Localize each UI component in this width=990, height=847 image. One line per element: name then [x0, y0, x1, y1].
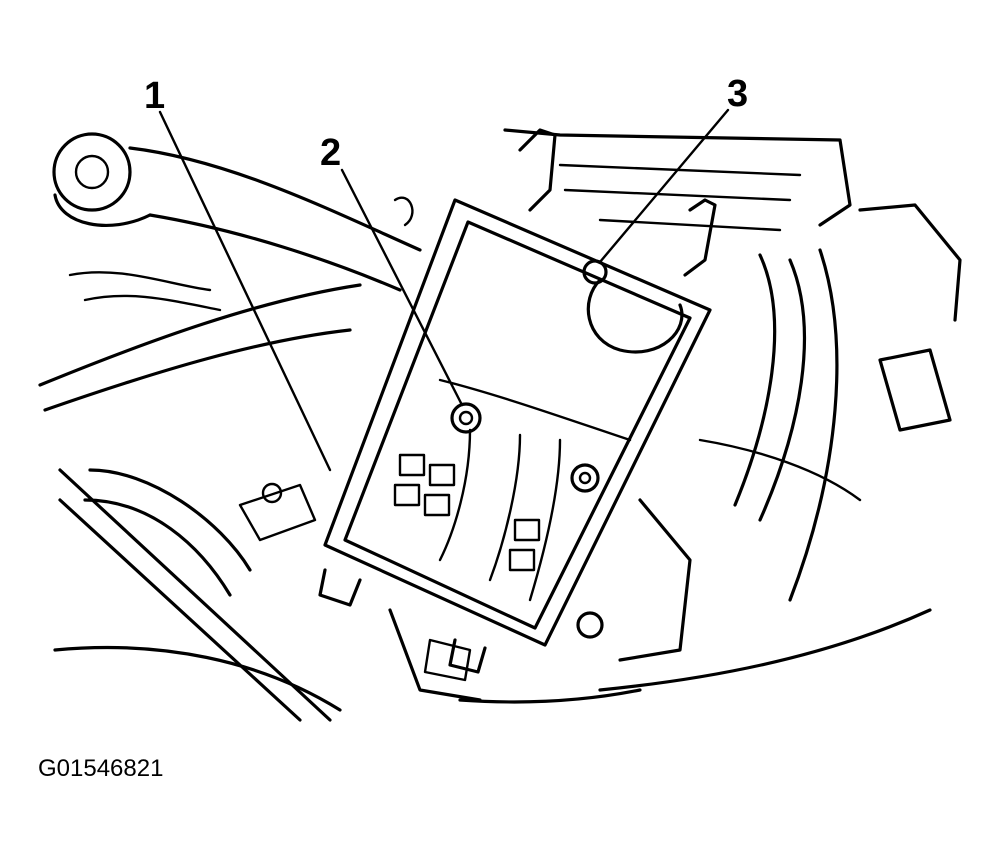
bolt-right [570, 463, 600, 493]
top-tab-right [683, 198, 717, 277]
lower-left-hose-top [88, 468, 252, 572]
right-hose-outer [758, 258, 806, 522]
bottom-left-sweep [53, 645, 342, 712]
ground-bolt [261, 482, 283, 504]
housing-rib-3 [598, 218, 782, 232]
leader-line-3 [598, 108, 730, 264]
cap-base [53, 193, 152, 227]
module-rib-1 [438, 378, 632, 442]
leader-lines [158, 108, 730, 472]
round-cap-inner [74, 154, 110, 190]
diagonal-rod-1 [58, 468, 332, 722]
far-right-bracket [858, 203, 962, 322]
cavity-5 [513, 518, 541, 542]
housing-rib-1 [558, 163, 802, 177]
bolt-center-head [458, 410, 474, 426]
lower-right-box [618, 498, 692, 662]
module-frame-inner [343, 220, 692, 630]
cavity-4 [423, 493, 451, 517]
mount-foot-left [318, 568, 362, 607]
cavity-3 [393, 483, 421, 507]
lower-right-line [698, 438, 862, 502]
upper-hose-bottom [148, 213, 402, 292]
leader-line-1 [158, 110, 332, 472]
callout-2: 2 [320, 132, 341, 174]
bolt-center [450, 402, 482, 434]
round-cap [52, 132, 132, 212]
right-hose-inner [733, 253, 777, 507]
module-assembly [318, 128, 717, 674]
ground-terminal [238, 483, 317, 542]
wire-loop [586, 278, 684, 354]
bottom-bracket [388, 608, 482, 702]
lower-left-hose-bottom [83, 498, 232, 597]
top-tab-left [518, 128, 557, 212]
background-structure [38, 128, 962, 722]
bolt-right-head [578, 471, 592, 485]
callout-1: 1 [144, 75, 165, 117]
figure-reference-id: G01546821 [38, 755, 163, 782]
left-sweep-1 [38, 283, 362, 387]
leader-line-2 [340, 168, 464, 407]
diagonal-rod-2 [58, 498, 302, 722]
module-rib-4 [528, 438, 562, 602]
wire-left-1 [68, 271, 212, 292]
module-rib-3 [488, 433, 522, 582]
cavity-1 [398, 453, 426, 477]
far-right-block [878, 348, 952, 432]
callout-3: 3 [727, 73, 748, 115]
housing-rib-2 [563, 188, 792, 202]
right-hose-far [788, 248, 839, 602]
bottom-clip [423, 638, 472, 682]
bolt-lower [576, 611, 604, 639]
mount-foot-mid [448, 638, 487, 674]
bottom-hose [458, 688, 642, 704]
upper-right-housing [503, 128, 852, 227]
module-frame-outer [323, 198, 712, 647]
bolt-upper [582, 259, 608, 285]
small-clip [393, 196, 414, 227]
bottom-right-hose [598, 608, 932, 692]
left-sweep-2 [43, 328, 352, 412]
cavity-2 [428, 463, 456, 487]
module-rib-2 [438, 428, 472, 562]
upper-hose-top [128, 146, 422, 252]
wire-left-2 [83, 294, 222, 312]
cavity-6 [508, 548, 536, 572]
callouts: 1 2 3 [144, 73, 748, 174]
